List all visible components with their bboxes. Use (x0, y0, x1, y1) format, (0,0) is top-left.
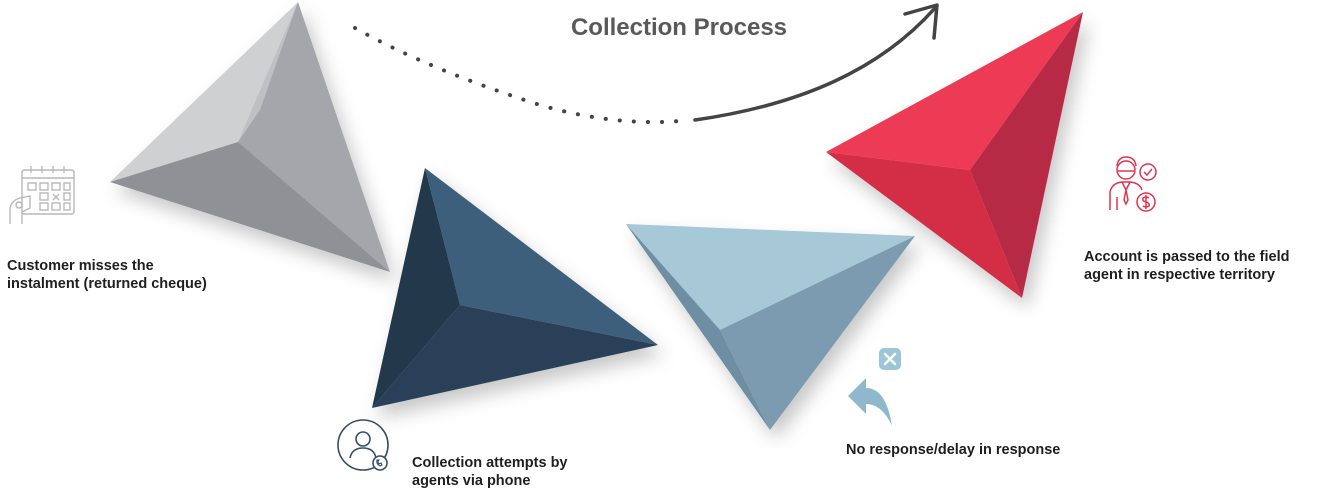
step1-arrow (110, 2, 390, 272)
step2-label-line1: Collection attempts by (412, 455, 568, 471)
reply-cancel-icon (848, 348, 901, 426)
diagram-title: Collection Process (570, 14, 788, 41)
step3-arrow (626, 224, 915, 430)
step4-label: Account is passed to the field agent in … (1084, 248, 1289, 284)
calendar-icon (9, 166, 75, 224)
step4-label-line2: agent in respective territory (1084, 267, 1275, 283)
step2-label: Collection attempts by agents via phone (412, 454, 568, 490)
step4-arrow (826, 12, 1083, 298)
step2-arrow (372, 168, 658, 408)
phone-agent-icon (337, 419, 389, 471)
step3-label: No response/delay in response (846, 442, 1061, 458)
step1-label-line1: Customer misses the (7, 258, 154, 274)
step4-label-line1: Account is passed to the field (1084, 249, 1290, 265)
step2-label-line2: agents via phone (412, 473, 531, 489)
step1-label-line2: instalment (returned cheque) (7, 276, 207, 292)
step1-label: Customer misses the instalment (returned… (7, 257, 207, 293)
field-agent-icon (1109, 156, 1157, 212)
connector-arrow (353, 3, 939, 125)
